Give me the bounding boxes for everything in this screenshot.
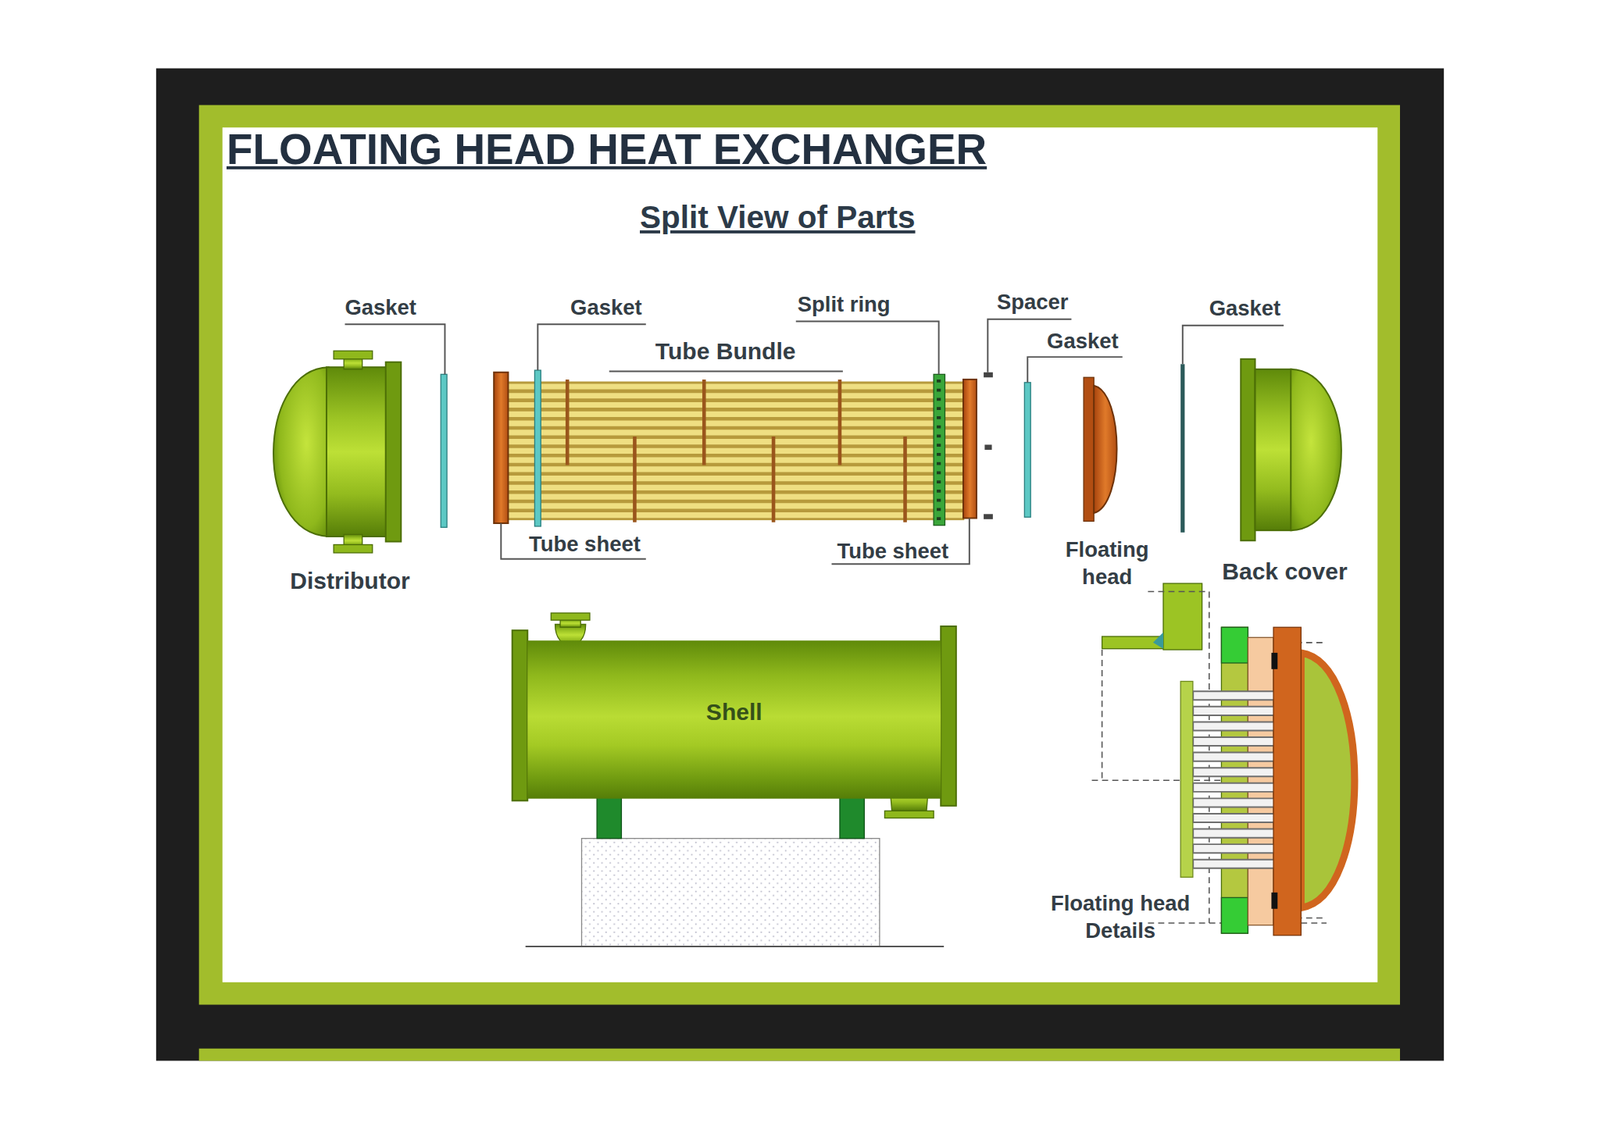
spacer bbox=[983, 372, 993, 379]
floating-head-flange-detail bbox=[1273, 627, 1301, 936]
leader-line bbox=[796, 321, 940, 375]
leader-line bbox=[1027, 357, 1122, 383]
shell-nozzle-flange bbox=[550, 613, 590, 621]
part-label: Floating head bbox=[1056, 535, 1159, 591]
distributor-flange bbox=[385, 362, 402, 543]
floating-head-cover-detail bbox=[1300, 653, 1355, 909]
spacer bbox=[983, 514, 993, 520]
weld bbox=[1153, 632, 1164, 650]
floating-tube-sheet-detail bbox=[1247, 637, 1274, 925]
gasket-detail bbox=[1271, 653, 1278, 670]
gasket bbox=[1024, 382, 1031, 518]
part-label: Gasket bbox=[1000, 326, 1165, 355]
node-label: Shell bbox=[706, 699, 763, 727]
subtitle: Split View of Parts bbox=[522, 197, 1033, 240]
floating-head-flange bbox=[1083, 377, 1094, 522]
part-label: Spacer bbox=[950, 288, 1115, 317]
distributor-body bbox=[326, 367, 388, 537]
white-panel bbox=[222, 127, 1379, 983]
baffles bbox=[567, 379, 905, 523]
leader-line bbox=[344, 324, 445, 375]
foundation bbox=[581, 839, 879, 947]
part-label: Tube sheet bbox=[810, 536, 975, 565]
shell-flange-detail bbox=[1163, 583, 1203, 650]
gasket-detail bbox=[1271, 892, 1278, 910]
shell-nozzle-flange bbox=[884, 810, 934, 818]
nozzle-flange bbox=[333, 544, 373, 553]
split-ring-detail bbox=[1221, 897, 1248, 934]
ground-line bbox=[525, 946, 945, 948]
split-ring-marks bbox=[936, 379, 941, 523]
shell-flange bbox=[512, 630, 529, 801]
tube-sheet bbox=[963, 379, 977, 519]
part-label: Gasket bbox=[524, 292, 688, 322]
back-cover-body bbox=[1255, 369, 1293, 531]
part-label: Split ring bbox=[762, 289, 926, 318]
tube-sheet-detail bbox=[1180, 681, 1193, 878]
spacer bbox=[984, 444, 992, 450]
gasket bbox=[1180, 364, 1185, 533]
green-border bbox=[199, 105, 1400, 1006]
floating-head bbox=[1093, 385, 1117, 514]
gasket bbox=[440, 374, 447, 528]
tube-detail bbox=[1193, 696, 1283, 865]
gasket bbox=[534, 370, 541, 527]
diagram-title: FLOATING HEAD HEAT EXCHANGER bbox=[226, 124, 987, 176]
part-label: Tube sheet bbox=[503, 529, 667, 558]
split-ring-detail bbox=[1221, 627, 1248, 664]
tube-detail-outline bbox=[1192, 696, 1284, 865]
distributor-dome bbox=[273, 367, 329, 537]
split-ring bbox=[933, 374, 945, 525]
part-label: Tube Bundle bbox=[613, 336, 838, 368]
leader-line bbox=[537, 324, 646, 371]
detail-label: Floating head Details bbox=[1033, 889, 1208, 946]
part-label: Back cover bbox=[1182, 557, 1387, 588]
tube-sheet bbox=[493, 372, 508, 524]
underline bbox=[609, 370, 843, 372]
part-label: Gasket bbox=[1163, 294, 1327, 323]
back-cover-dome bbox=[1290, 369, 1342, 531]
part-label: Gasket bbox=[299, 292, 463, 322]
split-ring-detail bbox=[1221, 627, 1248, 934]
back-cover-flange bbox=[1240, 359, 1255, 541]
shell-body: Shell bbox=[527, 640, 941, 799]
nozzle-flange bbox=[333, 350, 373, 359]
part-label: Distributor bbox=[247, 566, 452, 597]
green-strip bbox=[199, 1049, 1400, 1062]
tubes bbox=[507, 386, 964, 516]
tube-bundle-bg bbox=[507, 381, 965, 521]
dark-frame bbox=[156, 68, 1444, 1062]
leader-line bbox=[1182, 325, 1284, 365]
shell-flange bbox=[940, 626, 957, 807]
